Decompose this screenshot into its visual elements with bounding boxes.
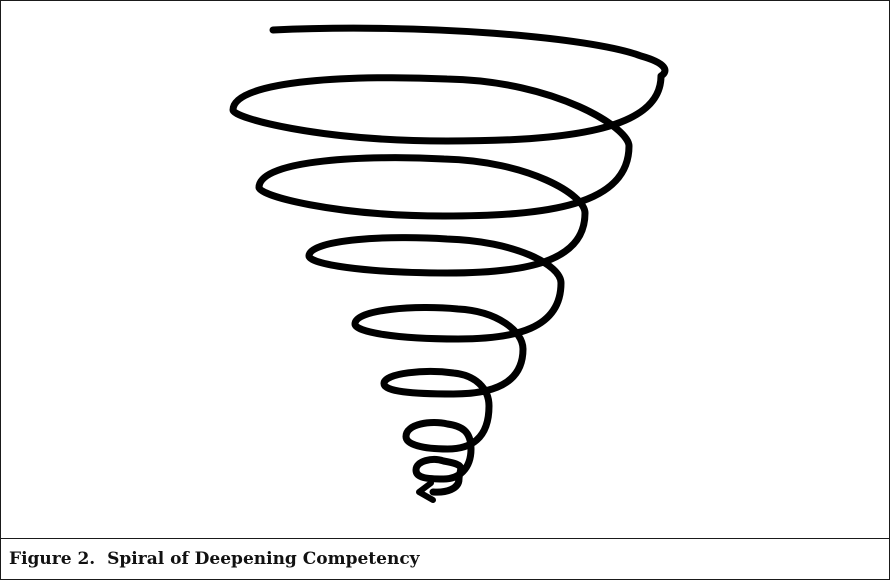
caption-divider xyxy=(1,538,889,539)
spiral-path xyxy=(229,24,669,496)
spiral-arrowhead xyxy=(416,480,436,503)
diagram-area xyxy=(1,1,889,538)
figure-caption: Figure 2. Spiral of Deepening Competency xyxy=(9,539,420,579)
spiral-diagram xyxy=(229,24,669,503)
figure-title: Spiral of Deepening Competency xyxy=(107,549,420,569)
figure-label: Figure 2. xyxy=(9,549,96,569)
